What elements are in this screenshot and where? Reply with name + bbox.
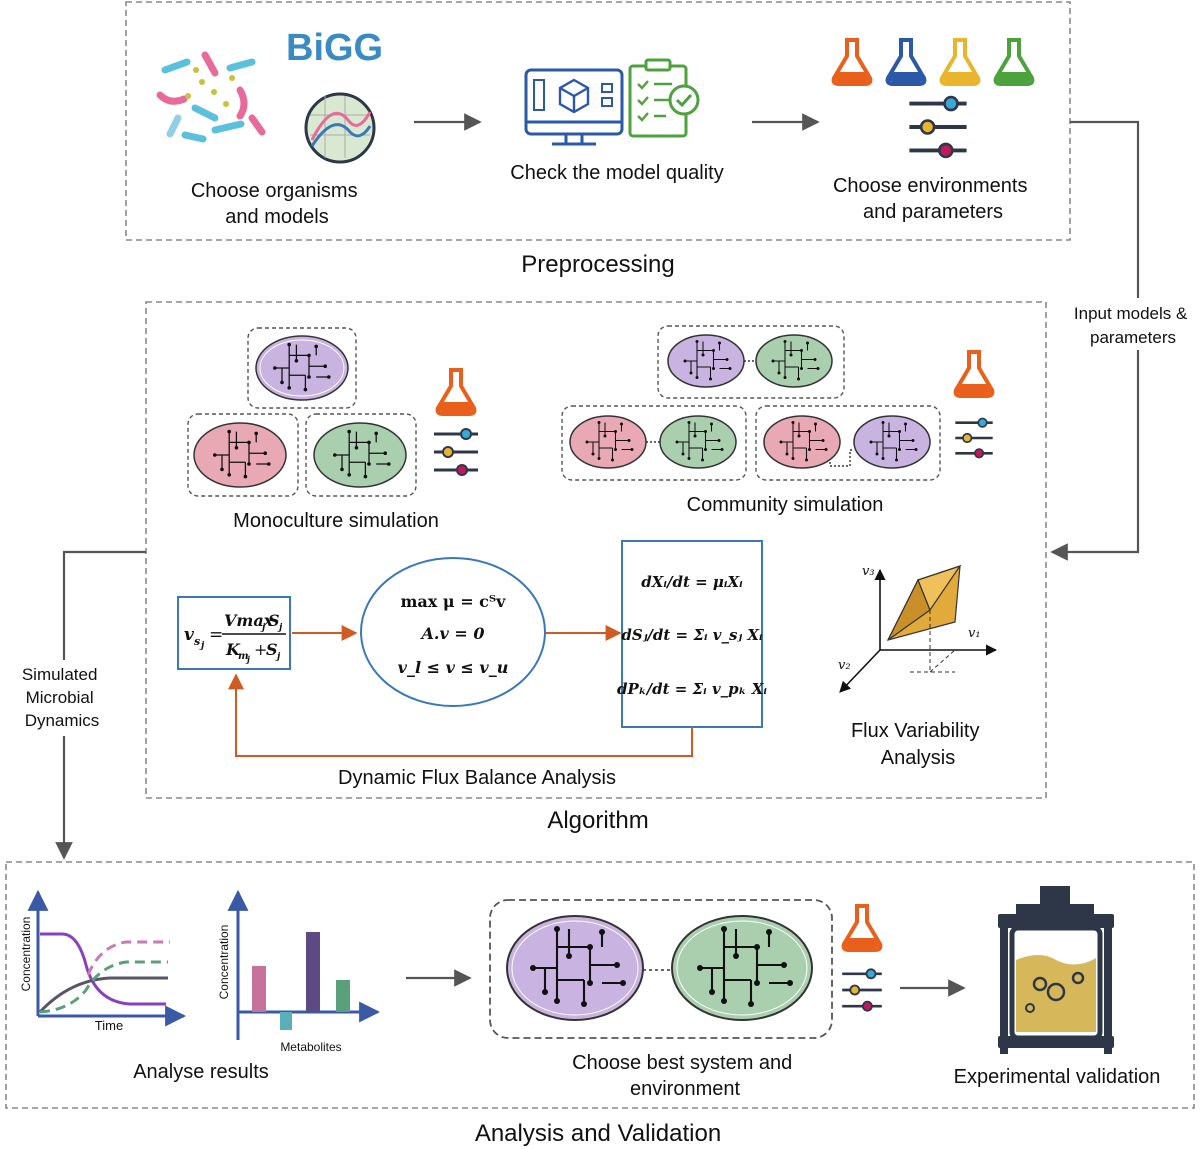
step-check-quality: Check the model quality (510, 162, 723, 184)
input-models-label: Input models & parameters (1074, 304, 1192, 347)
community-cells (561, 325, 941, 481)
monoculture-label: Monoculture simulation (233, 510, 439, 532)
svg-text:S: S (266, 640, 278, 659)
algorithm-title: Algorithm (547, 807, 648, 834)
bigg-logo: BiGG (286, 27, 383, 69)
best-system-flask-icon (841, 904, 883, 952)
best-system-cells (489, 899, 833, 1039)
svg-text:v₂: v₂ (838, 658, 851, 673)
svg-text:m: m (238, 651, 249, 662)
svg-text:v₃: v₃ (862, 564, 875, 579)
arrow-simulated-dynamics (55, 550, 146, 860)
flasks-icon (831, 38, 1035, 86)
fva-label: Flux Variability Analysis (851, 720, 985, 769)
analysis-title: Analysis and Validation (475, 1120, 721, 1147)
michaelis-menten-box: v s j = Vmax j S j K m j + S j (177, 596, 291, 670)
svg-text:j: j (245, 654, 250, 664)
choose-best-label: Choose best system and environment (572, 1052, 798, 1100)
svg-text:dXᵢ/dt = μᵢXᵢ: dXᵢ/dt = μᵢXᵢ (641, 573, 743, 591)
svg-text:Concentration: Concentration (217, 925, 231, 1000)
algorithm-panel (145, 301, 1047, 799)
step-choose-organisms: Choose organisms and models (191, 180, 363, 228)
sliders-icon (907, 95, 969, 159)
simulated-dynamics-label: Simulated Microbial Dynamics (22, 665, 102, 730)
svg-text:A.v = 0: A.v = 0 (420, 624, 485, 643)
svg-text:v₁: v₁ (968, 626, 981, 641)
monoculture-flask-icon (435, 368, 477, 416)
svg-text:dSⱼ/dt = Σᵢ v_sⱼ Xᵢ: dSⱼ/dt = Σᵢ v_sⱼ Xᵢ (621, 626, 763, 644)
concentration-time-plot: Concentration Time (19, 889, 187, 1033)
model-globe-icon (304, 92, 376, 164)
community-flask-icon (953, 350, 995, 398)
svg-text:dPₖ/dt = Σᵢ v_pₖ Xᵢ: dPₖ/dt = Σᵢ v_pₖ Xᵢ (617, 680, 767, 698)
community-label: Community simulation (687, 494, 884, 516)
monoculture-cells (187, 327, 417, 497)
community-sliders-icon (954, 417, 994, 459)
svg-text:j: j (260, 623, 266, 633)
monoculture-sliders-icon (432, 427, 480, 477)
dfba-label: Dynamic Flux Balance Analysis (338, 767, 616, 789)
svg-text:v: v (184, 625, 195, 645)
dfba-feedback-arrow (228, 673, 693, 757)
step-choose-environments: Choose environments and parameters (833, 175, 1033, 223)
best-system-sliders-icon (840, 967, 884, 1013)
svg-text:K: K (225, 640, 241, 659)
svg-text:Time: Time (95, 1018, 123, 1033)
ode-box: dXᵢ/dt = μᵢXᵢ dSⱼ/dt = Σᵢ v_sⱼ Xᵢ dPₖ/dt… (617, 540, 767, 728)
metabolites-bar-plot: Concentration Metabolites (217, 889, 381, 1054)
experimental-validation-label: Experimental validation (954, 1066, 1161, 1088)
checklist-icon (628, 58, 700, 138)
linear-program-ellipse: max μ = cᵀv A.v = 0 v_l ≤ v ≤ v_u (360, 557, 546, 707)
svg-text:S: S (268, 611, 280, 630)
svg-text:max μ = cᵀv: max μ = cᵀv (401, 592, 507, 611)
analyse-results-label: Analyse results (133, 1061, 269, 1083)
analysis-panel (5, 861, 1195, 1109)
bioreactor-icon (998, 886, 1114, 1054)
svg-text:s: s (194, 635, 200, 648)
fva-polytope-plot: v₃ v₁ v₂ (838, 564, 998, 693)
svg-text:=: = (209, 625, 223, 645)
monitor-cube-icon (524, 68, 624, 146)
preprocessing-title: Preprocessing (521, 251, 674, 278)
svg-text:j: j (277, 623, 283, 633)
svg-text:j: j (199, 641, 205, 651)
svg-text:j: j (275, 652, 281, 662)
svg-text:Vmax: Vmax (224, 611, 274, 630)
svg-text:+: + (254, 640, 267, 659)
svg-text:Concentration: Concentration (19, 917, 33, 992)
svg-text:Metabolites: Metabolites (280, 1040, 341, 1054)
svg-text:v_l ≤ v ≤ v_u: v_l ≤ v ≤ v_u (398, 658, 509, 677)
bacteria-icon (156, 51, 266, 143)
